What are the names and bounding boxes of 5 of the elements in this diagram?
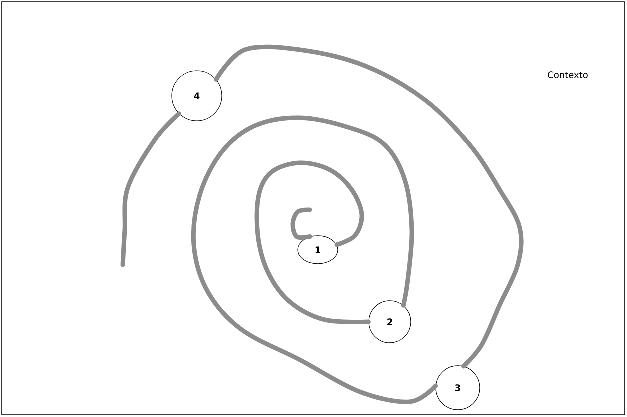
spiral-line <box>191 116 438 404</box>
context-label: Contexto <box>548 72 588 78</box>
spiral-line <box>120 112 182 268</box>
spiral-line <box>254 160 371 324</box>
spiral-line <box>214 44 524 369</box>
